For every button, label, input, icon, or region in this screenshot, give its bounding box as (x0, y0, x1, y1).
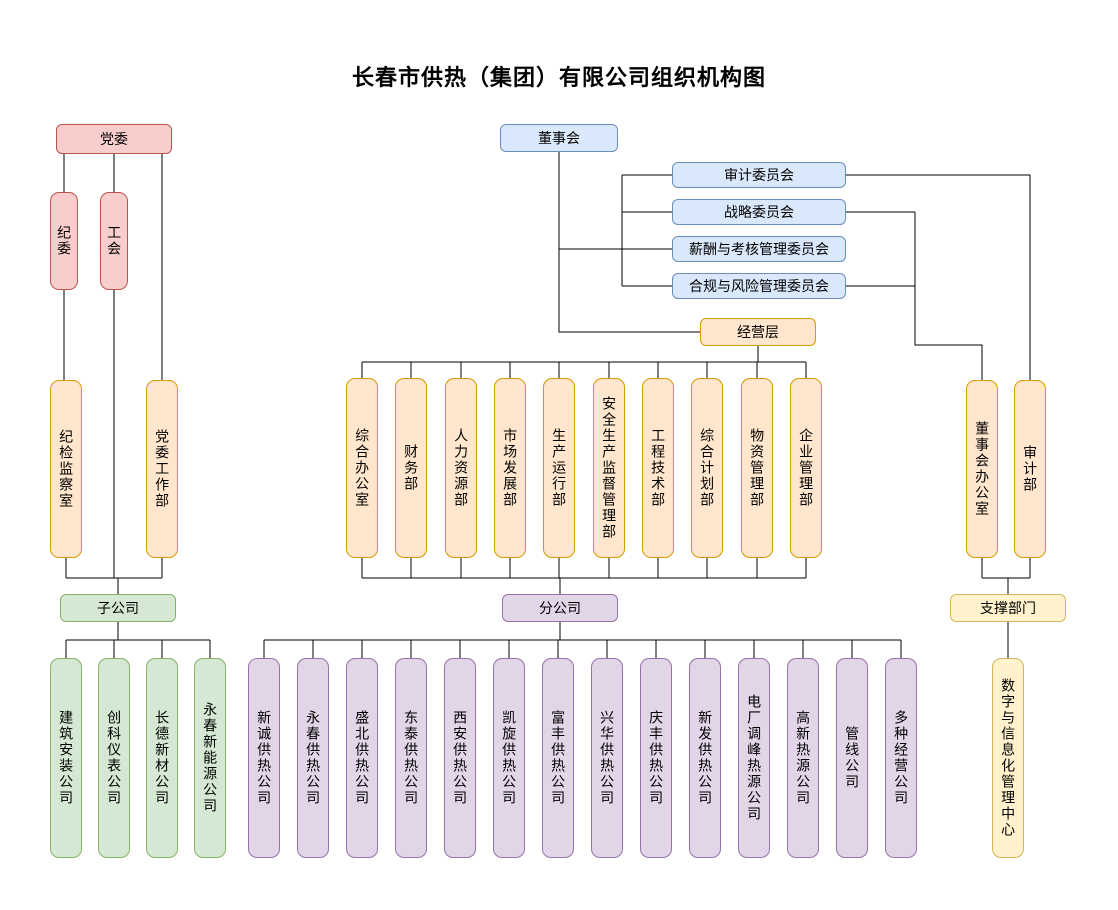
branch-company-9: 庆丰供热公司 (640, 658, 672, 858)
branch-company-5: 西安供热公司 (444, 658, 476, 858)
department-2: 财务部 (395, 378, 427, 558)
branch-company-10: 新发供热公司 (689, 658, 721, 858)
management-level: 经营层 (700, 318, 816, 346)
board-office: 董事会办公室 (966, 380, 998, 558)
branch-company-7: 富丰供热公司 (542, 658, 574, 858)
page-title: 长春市供热（集团）有限公司组织机构图 (351, 65, 766, 90)
branches-header: 分公司 (502, 594, 618, 622)
branch-company-2: 永春供热公司 (297, 658, 329, 858)
branch-company-4: 东泰供热公司 (395, 658, 427, 858)
connector-line (846, 174, 1031, 380)
department-1: 综合办公室 (346, 378, 378, 558)
discipline-committee: 纪委 (50, 192, 78, 290)
strategy-committee: 战略委员会 (672, 199, 846, 225)
connector-line (914, 212, 983, 380)
party-work-department: 党委工作部 (146, 380, 178, 558)
department-5: 生产运行部 (543, 378, 575, 558)
branch-company-3: 盛北供热公司 (346, 658, 378, 858)
board-of-directors: 董事会 (500, 124, 618, 152)
branch-company-1: 新诚供热公司 (248, 658, 280, 858)
subsidiary-company-4: 永春新能源公司 (194, 658, 226, 858)
subsidiaries-header: 子公司 (60, 594, 176, 622)
audit-committee: 审计委员会 (672, 162, 846, 188)
compliance-risk-committee: 合规与风险管理委员会 (672, 273, 846, 299)
subsidiary-company-3: 长德新材公司 (146, 658, 178, 858)
department-9: 物资管理部 (741, 378, 773, 558)
branch-company-6: 凯旋供热公司 (493, 658, 525, 858)
compensation-assessment-committee: 薪酬与考核管理委员会 (672, 236, 846, 262)
branch-company-12: 高新热源公司 (787, 658, 819, 858)
subsidiary-company-2: 创科仪表公司 (98, 658, 130, 858)
branch-company-11: 电厂调峰热源公司 (738, 658, 770, 858)
audit-department: 审计部 (1014, 380, 1046, 558)
department-6: 安全生产监督管理部 (593, 378, 625, 558)
department-10: 企业管理部 (790, 378, 822, 558)
department-7: 工程技术部 (642, 378, 674, 558)
discipline-inspection-office: 纪检监察室 (50, 380, 82, 558)
branch-company-14: 多种经营公司 (885, 658, 917, 858)
digital-information-center: 数字与信息化管理中心 (992, 658, 1024, 858)
party-committee: 党委 (56, 124, 172, 154)
department-4: 市场发展部 (494, 378, 526, 558)
department-8: 综合计划部 (691, 378, 723, 558)
department-3: 人力资源部 (445, 378, 477, 558)
branch-company-8: 兴华供热公司 (591, 658, 623, 858)
support-header: 支撑部门 (950, 594, 1066, 622)
labor-union: 工会 (100, 192, 128, 290)
branch-company-13: 管线公司 (836, 658, 868, 858)
subsidiary-company-1: 建筑安装公司 (50, 658, 82, 858)
connector-line (558, 152, 700, 333)
